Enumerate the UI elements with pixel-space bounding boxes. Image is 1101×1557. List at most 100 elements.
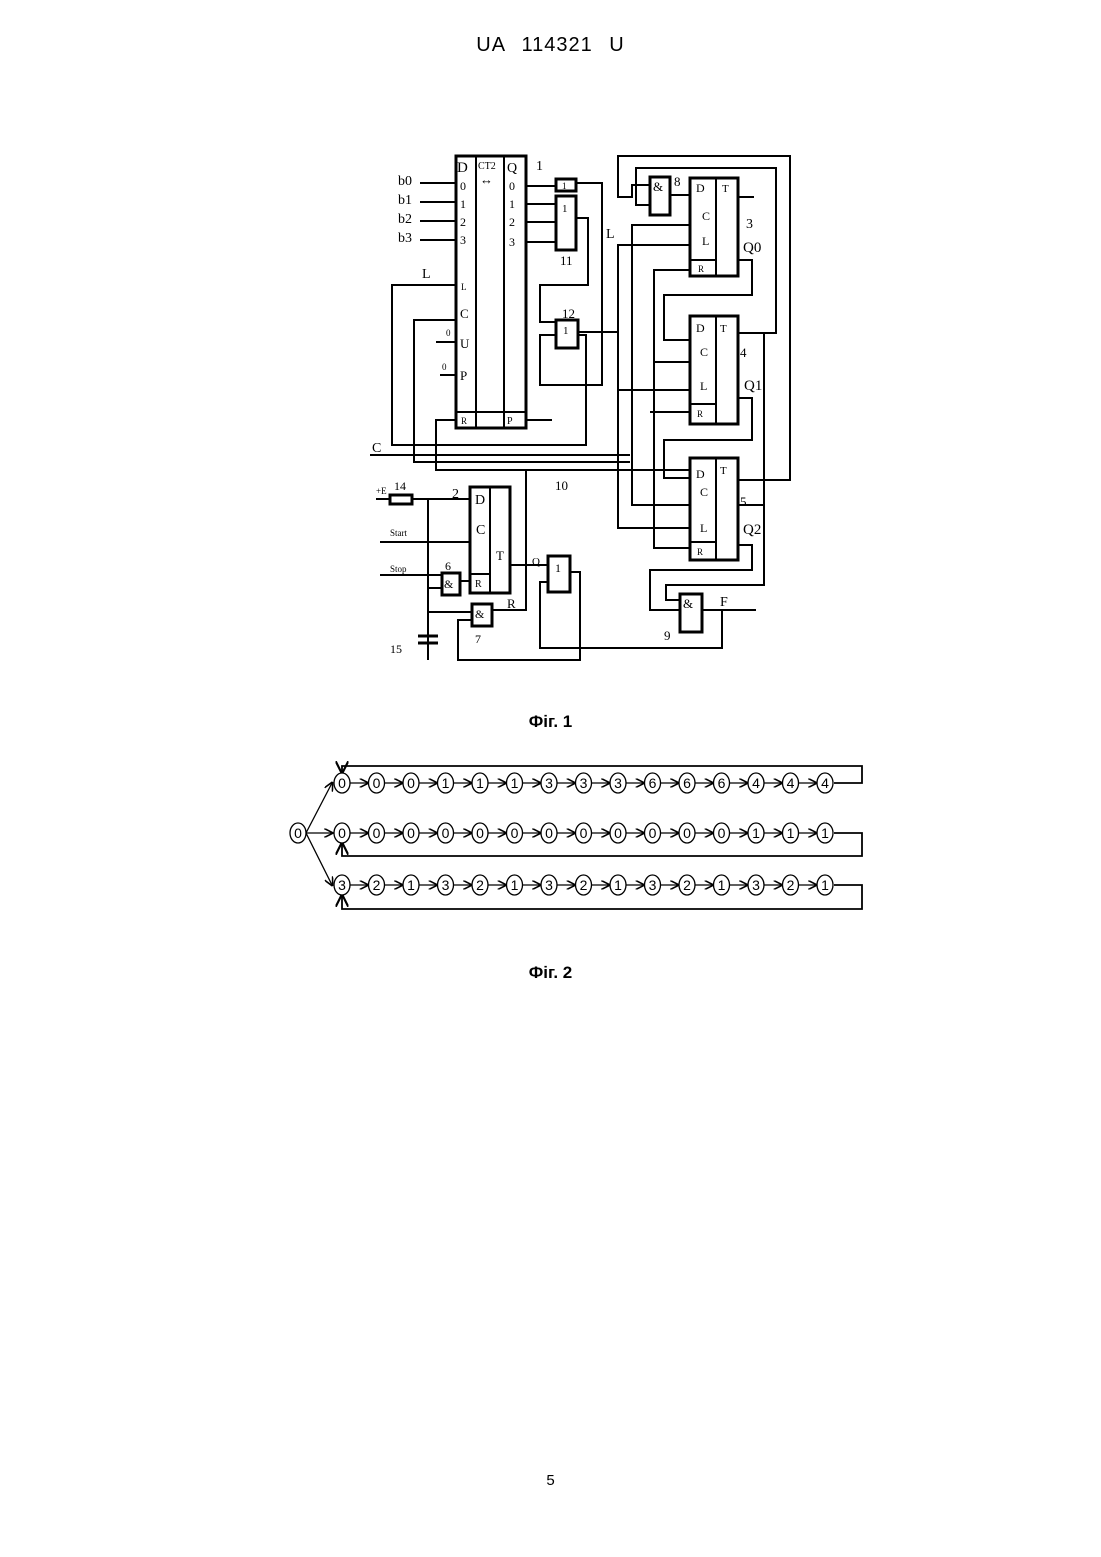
figure-2-state-diagram: 0000111333666444000000000000111321321321… — [0, 750, 1101, 940]
label-element-7: 7 — [475, 632, 481, 646]
gate-6-and: & — [444, 577, 454, 591]
state-r0-3-label: 1 — [442, 775, 450, 791]
state-r2-12-label: 3 — [752, 877, 760, 893]
counter-out-0: 0 — [509, 179, 515, 193]
label-element-5: 5 — [740, 494, 747, 509]
figure-1-caption: Фіг. 1 — [0, 712, 1101, 732]
state-r0-7-label: 3 — [580, 775, 588, 791]
reg5-pin-L: L — [700, 521, 707, 535]
state-r0-2-label: 0 — [407, 775, 415, 791]
counter-pin-R: R — [461, 416, 467, 426]
input-b0: b0 — [398, 174, 412, 189]
gate-or-top: 1 — [562, 181, 567, 191]
state-r0-12-label: 4 — [752, 775, 760, 791]
state-r1-4-label: 0 — [476, 825, 484, 841]
label-start: Start — [390, 528, 407, 538]
label-zero-P: 0 — [442, 362, 447, 372]
input-b3: b3 — [398, 231, 412, 246]
counter-out-3: 3 — [509, 235, 515, 249]
reg3-pin-C: C — [702, 209, 710, 223]
gate-11-or: 1 — [562, 203, 568, 215]
state-r1-8-label: 0 — [614, 825, 622, 841]
state-r1-10-label: 0 — [683, 825, 691, 841]
state-r1-0-label: 0 — [338, 825, 346, 841]
state-r2-13-label: 2 — [787, 877, 795, 893]
reg5-pin-D: D — [696, 467, 705, 481]
figure-2-caption: Фіг. 2 — [0, 963, 1101, 983]
reg3-pin-R: R — [698, 264, 704, 274]
state-r1-14-label: 1 — [821, 825, 829, 841]
reg4-pin-C: C — [700, 345, 708, 359]
counter-pin-U: U — [460, 336, 470, 351]
state-r2-10-label: 2 — [683, 877, 691, 893]
label-element-15: 15 — [390, 642, 402, 656]
reg3-pin-D: D — [696, 181, 705, 195]
state-r1-2-label: 0 — [407, 825, 415, 841]
state-r2-14-label: 1 — [821, 877, 829, 893]
state-r0-0-label: 0 — [338, 775, 346, 791]
state-r0-11-label: 6 — [718, 775, 726, 791]
state-r2-4-label: 2 — [476, 877, 484, 893]
reg5-pin-C: C — [700, 485, 708, 499]
state-r0-9-label: 6 — [649, 775, 657, 791]
reg5-pin-R: R — [697, 547, 703, 557]
page-number: 5 — [0, 1472, 1101, 1489]
label-L2: L — [606, 227, 615, 242]
reg4-pin-L: L — [700, 379, 707, 393]
output-Q0: Q0 — [743, 240, 761, 256]
state-r2-8-label: 1 — [614, 877, 622, 893]
label-zero-U: 0 — [446, 328, 451, 338]
reg4-pin-D: D — [696, 321, 705, 335]
state-r2-1-label: 2 — [373, 877, 381, 893]
label-stop: Stop — [390, 564, 407, 574]
state-r0-5-label: 1 — [511, 775, 519, 791]
counter-pin-D: D — [457, 160, 468, 176]
counter-out-1: 1 — [509, 197, 515, 211]
label-plusE: +E — [376, 486, 387, 496]
label-Q: Q — [532, 556, 540, 568]
label-element-8: 8 — [674, 174, 681, 189]
input-b2: b2 — [398, 212, 412, 227]
branch-arrow-2 — [306, 833, 332, 885]
state-r2-7-label: 2 — [580, 877, 588, 893]
ff2-pin-R: R — [475, 579, 482, 590]
label-L1: L — [422, 267, 431, 282]
reg5-pin-T: T — [720, 465, 727, 477]
label-element-6: 6 — [445, 559, 451, 573]
state-r1-1-label: 0 — [373, 825, 381, 841]
gate-9-and: & — [683, 596, 693, 611]
counter-out-P: P — [507, 416, 513, 427]
reg3-pin-L: L — [702, 234, 709, 248]
label-line-10: 10 — [555, 478, 568, 493]
counter-pin-2: 2 — [460, 215, 466, 229]
state-r0-6-label: 3 — [545, 775, 553, 791]
counter-pin-0: 0 — [460, 179, 466, 193]
state-r2-11-label: 1 — [718, 877, 726, 893]
state-r0-14-label: 4 — [821, 775, 829, 791]
figure-1-circuit-diagram: D 0 1 2 3 L C U P R CT2 ↔ Q 0 1 2 3 P 1 … — [0, 0, 1101, 700]
gate-12-or: 1 — [563, 325, 569, 337]
counter-direction-icon: ↔ — [480, 172, 493, 187]
state-r1-3-label: 0 — [442, 825, 450, 841]
state-r2-5-label: 1 — [511, 877, 519, 893]
ff2-pin-C: C — [476, 523, 485, 538]
state-r0-1-label: 0 — [373, 775, 381, 791]
state-r1-13-label: 1 — [787, 825, 795, 841]
state-start-label: 0 — [294, 825, 302, 841]
ff2-pin-T: T — [496, 548, 504, 563]
label-element-1: 1 — [536, 159, 543, 174]
counter-name: CT2 — [478, 161, 496, 172]
output-Q1: Q1 — [744, 378, 762, 394]
branch-arrow-0 — [306, 783, 332, 833]
state-r1-12-label: 1 — [752, 825, 760, 841]
reg3-pin-T: T — [722, 183, 729, 195]
label-element-12: 12 — [562, 306, 575, 321]
label-element-9: 9 — [664, 628, 671, 643]
label-element-4: 4 — [740, 345, 747, 360]
ff2-pin-D: D — [475, 493, 485, 508]
output-F: F — [720, 595, 728, 610]
label-element-3: 3 — [746, 217, 753, 232]
state-r2-9-label: 3 — [649, 877, 657, 893]
counter-out-2: 2 — [509, 215, 515, 229]
state-r1-6-label: 0 — [545, 825, 553, 841]
